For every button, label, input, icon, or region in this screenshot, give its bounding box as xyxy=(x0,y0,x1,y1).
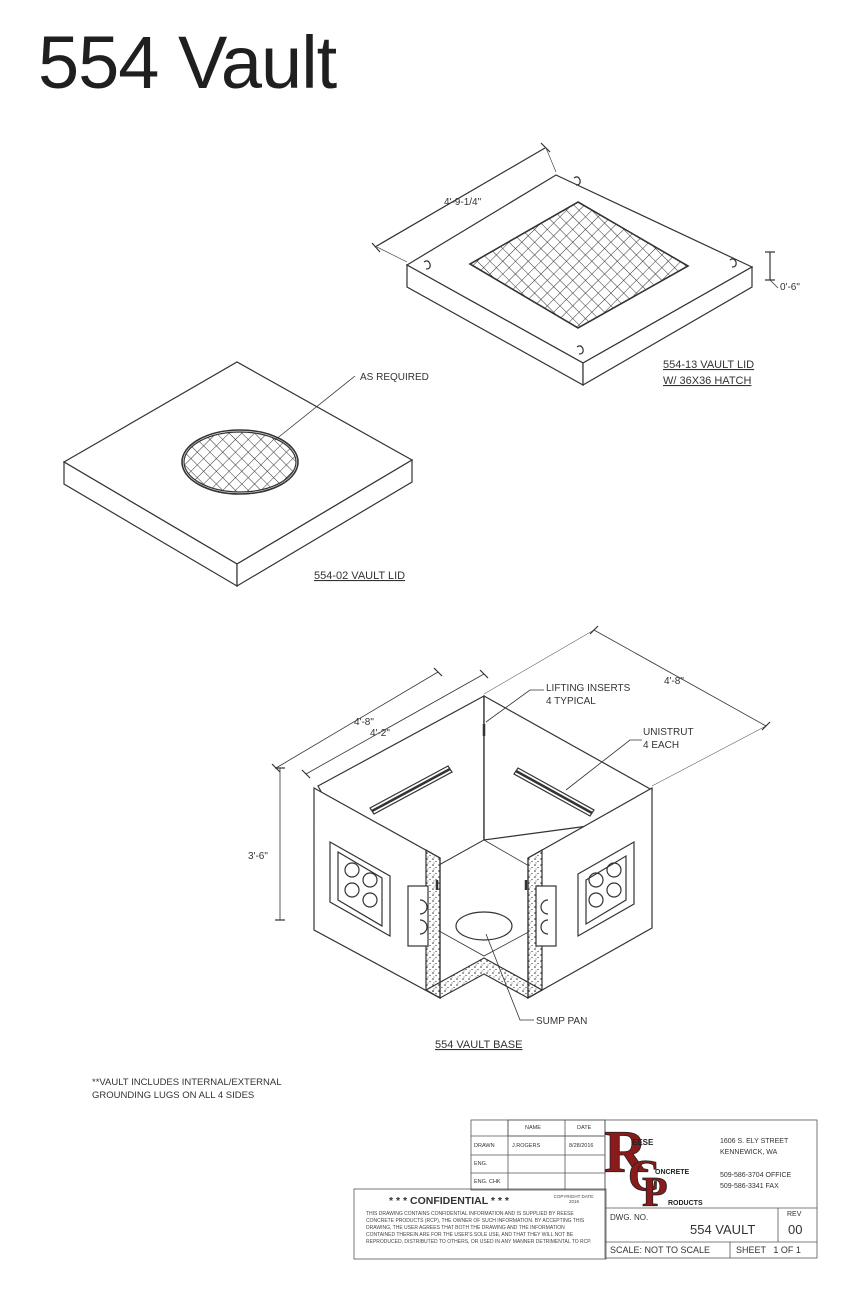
rev-value: 00 xyxy=(788,1222,803,1237)
svg-text:P: P xyxy=(642,1170,668,1216)
lift-hook-icon xyxy=(423,260,431,270)
svg-text:R: R xyxy=(604,1119,648,1185)
grounding-note-line-2: GROUNDING LUGS ON ALL 4 SIDES xyxy=(92,1090,255,1101)
header-date: DATE xyxy=(577,1125,592,1131)
lid13-caption-2: W/ 36X36 HATCH xyxy=(663,375,751,387)
svg-text:RODUCTS: RODUCTS xyxy=(668,1200,703,1207)
sheet: SHEET 1 OF 1 xyxy=(736,1245,801,1255)
lid13-right-face xyxy=(582,265,753,387)
unistrut-label-1: UNISTRUT xyxy=(643,727,694,738)
unistrut-leader xyxy=(565,739,642,791)
address-line-1: 1606 S. ELY STREET xyxy=(720,1138,789,1145)
grounding-note: **VAULT INCLUDES INTERNAL/EXTERNAL GROUN… xyxy=(92,1076,282,1102)
unistrut-label-2: 4 EACH xyxy=(643,740,679,751)
lid02-right-face xyxy=(236,458,413,588)
lifting-inserts-label-1: LIFTING INSERTS xyxy=(546,683,631,694)
title-block-frame xyxy=(353,1119,818,1260)
lid13-thickness-dim: 0'-6" xyxy=(780,282,800,293)
lid02-callout: AS REQUIRED xyxy=(360,372,429,383)
base-dim-outer-left: 4'-8" xyxy=(354,717,374,728)
base-dim-outer-right: 4'-8" xyxy=(664,676,684,687)
page-title: 554 Vault xyxy=(38,21,337,104)
lifting-inserts-label-2: 4 TYPICAL xyxy=(546,696,596,707)
lid-554-02 xyxy=(62,361,414,588)
sump-pan-label: SUMP PAN xyxy=(536,1016,587,1027)
svg-text:C: C xyxy=(628,1151,660,1200)
hatch-round xyxy=(184,432,296,492)
scale: SCALE: NOT TO SCALE xyxy=(610,1245,711,1255)
confidential-title: * * * CONFIDENTIAL * * * xyxy=(389,1195,509,1207)
address-line-2: KENNEWICK, WA xyxy=(720,1149,778,1156)
header-name: NAME xyxy=(525,1125,541,1131)
vault-base xyxy=(271,625,771,1021)
lid13-caption-1: 554-13 VAULT LID xyxy=(663,359,754,371)
lift-hook-icon xyxy=(729,258,737,268)
as-required-leader xyxy=(274,375,356,441)
base-dim-height: 3'-6" xyxy=(248,851,268,862)
rev-label: REV xyxy=(787,1211,802,1218)
lifting-leader xyxy=(485,689,544,723)
sump-leader xyxy=(485,933,534,1021)
copyright: COPYRIGHT DATE: 2016 xyxy=(544,1194,604,1204)
lift-hook-icon xyxy=(573,176,581,186)
confidential-text: THIS DRAWING CONTAINS CONFIDENTIAL INFOR… xyxy=(366,1211,592,1245)
lift-hook-icon xyxy=(576,345,584,355)
svg-text:EESE: EESE xyxy=(632,1138,654,1147)
confidential-box: * * * CONFIDENTIAL * * * COPYRIGHT DATE:… xyxy=(354,1189,606,1259)
lid-554-13 xyxy=(371,142,779,387)
hatch-round-outer xyxy=(181,429,299,495)
eng-label: ENG. xyxy=(474,1161,488,1167)
drawn-label: DRAWN xyxy=(474,1143,495,1149)
dwg-no: 554 VAULT xyxy=(690,1222,756,1237)
copyright-line-1: COPYRIGHT DATE: xyxy=(553,1194,595,1199)
svg-text:ONCRETE: ONCRETE xyxy=(655,1169,690,1176)
rcp-logo: R C P EESE ONCRETE RODUCTS xyxy=(604,1119,703,1217)
base-dim-inner-left: 4'-2" xyxy=(370,728,390,739)
cut-floor-front xyxy=(424,957,544,999)
lid02-caption: 554-02 VAULT LID xyxy=(314,570,405,582)
sump-pan xyxy=(455,911,513,941)
base-caption: 554 VAULT BASE xyxy=(435,1039,522,1051)
drawn-name: J.ROGERS xyxy=(512,1143,541,1149)
copyright-line-2: 2016 xyxy=(568,1199,579,1204)
phone-office: 509-586-3704 OFFICE xyxy=(720,1172,792,1179)
lid13-width-dim: 4'-9-1/4" xyxy=(444,197,482,208)
engchk-label: ENG. CHK xyxy=(474,1179,501,1185)
phone-fax: 509-586-3341 FAX xyxy=(720,1183,779,1190)
grounding-note-line-1: **VAULT INCLUDES INTERNAL/EXTERNAL xyxy=(92,1077,282,1088)
drawn-date: 8/28/2016 xyxy=(569,1143,594,1149)
dwg-no-label: DWG. NO. xyxy=(610,1213,649,1222)
